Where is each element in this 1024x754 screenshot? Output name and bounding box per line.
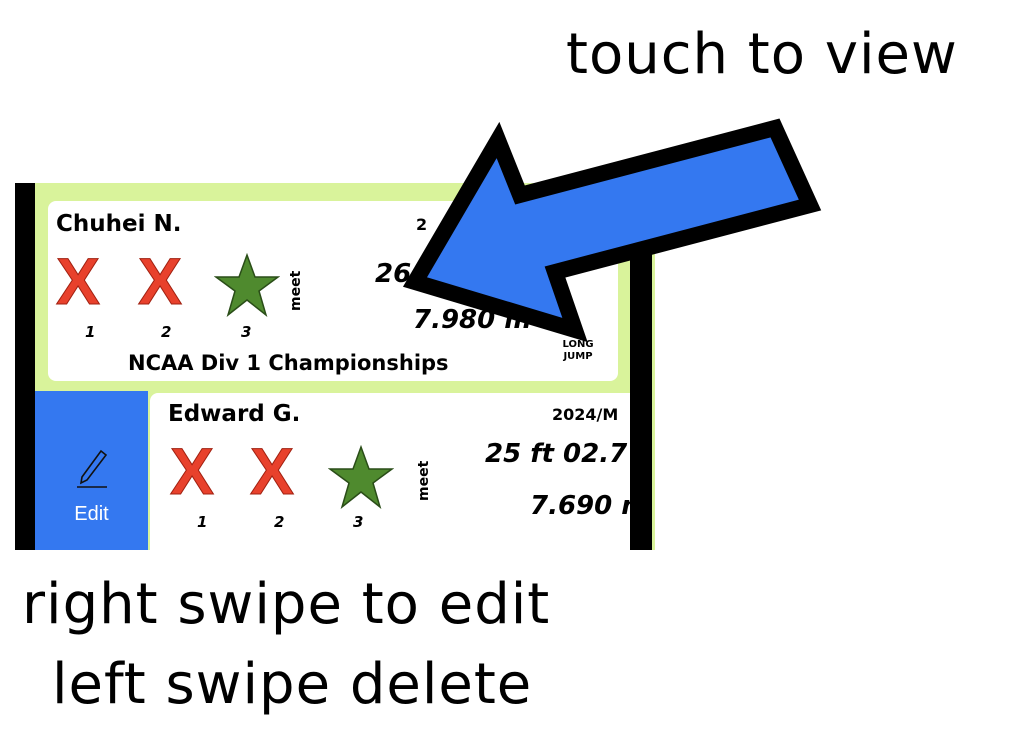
caption-left-swipe: left swipe delete — [52, 652, 533, 717]
edit-label: Edit — [74, 503, 109, 525]
attempt-number: 1 — [197, 513, 208, 531]
result-date: 2 — [416, 215, 428, 234]
caption-touch-to-view: touch to view — [566, 22, 958, 87]
miss-x-icon: X — [137, 244, 183, 319]
hit-star-icon — [214, 253, 280, 317]
edit-swipe-button[interactable]: Edit — [35, 391, 148, 550]
attempt-number: 2 — [274, 513, 285, 531]
hit-star-icon — [328, 445, 394, 509]
miss-x-icon: X — [249, 434, 295, 509]
miss-x-icon: X — [169, 434, 215, 509]
phone-bezel-right — [630, 253, 652, 550]
mark-imperial: 25 ft 02.7 — [485, 439, 628, 469]
attempt-number: 2 — [161, 323, 172, 341]
attempt-number: 3 — [241, 323, 252, 341]
attempt-number: 1 — [85, 323, 96, 341]
event-name: LONG JUMP — [562, 339, 594, 362]
athlete-name: Chuhei N. — [56, 211, 182, 237]
caption-right-swipe: right swipe to edit — [22, 572, 551, 637]
result-card[interactable]: Edward G. 2024/M X X 1 2 3 meet 25 ft 02… — [150, 393, 648, 550]
miss-x-icon: X — [55, 244, 101, 319]
phone-bezel-left — [15, 183, 35, 550]
result-date: 2024/M — [552, 405, 619, 424]
mark-metric: 7.690 m — [530, 491, 649, 521]
athlete-name: Edward G. — [168, 401, 301, 427]
pencil-icon — [77, 449, 108, 488]
attempt-number: 3 — [353, 513, 364, 531]
meet-name: NCAA Div 1 Championships — [128, 351, 449, 375]
